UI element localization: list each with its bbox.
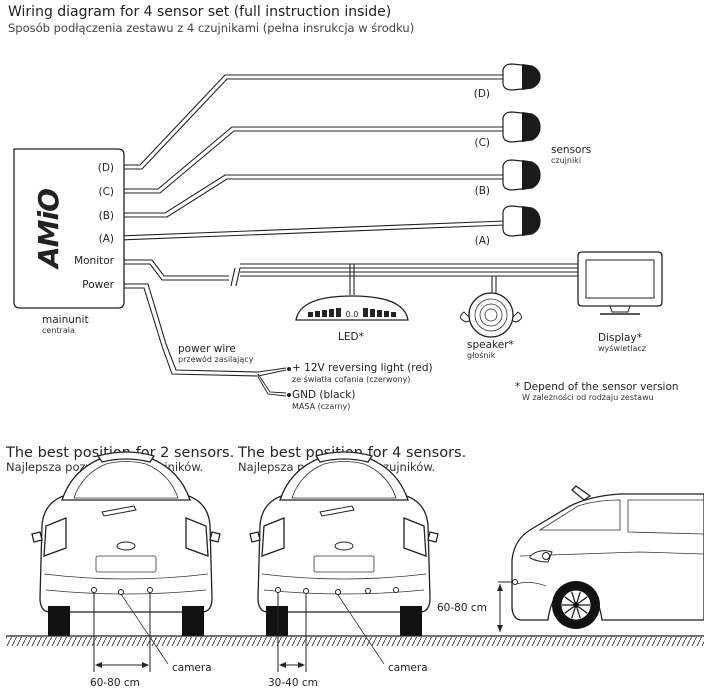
sensor-d: [502, 63, 541, 91]
diagram-title: Wiring diagram for 4 sensor set (full in…: [8, 4, 391, 20]
sensor-b-label: (B): [475, 185, 490, 197]
sensor-b: [502, 159, 541, 191]
power-black-sublabel: MASA (czarny): [292, 402, 350, 411]
car-rear-two-sensors: [31, 451, 221, 672]
height-measure: [497, 581, 512, 632]
sensor-c: [502, 111, 541, 143]
sensors-subtitle: czujniki: [551, 156, 581, 165]
wheel-spoke: [564, 606, 574, 614]
mainunit: AMiO (D) (C) (B) (A) Monitor Power: [13, 148, 125, 309]
power-black-label: GND (black): [292, 389, 355, 401]
distance-two: [95, 662, 149, 668]
power-wires: [120, 283, 291, 397]
diagram-subtitle: Sposób podłączenia zestawu z 4 czujnikam…: [8, 21, 414, 35]
camera-two-label: camera: [172, 662, 212, 674]
footnote-sub: W zależności od rodzaju zestawu: [522, 392, 654, 402]
port-monitor-label: Monitor: [74, 255, 115, 267]
display-icon: [577, 251, 663, 315]
wheel-spoke: [571, 591, 576, 603]
speaker-label: speaker*: [467, 339, 514, 351]
wheel-spoke: [571, 607, 576, 619]
sensor-a: [502, 205, 541, 237]
power-wire-sublabel: przewód zasilający: [178, 354, 254, 364]
led-indicator: 0.0: [295, 295, 409, 321]
port-d-label: (D): [98, 162, 114, 174]
wheel-spoke: [564, 596, 574, 604]
distance-two-label: 60-80 cm: [90, 677, 140, 688]
footnote: * Depend of the sensor version: [515, 381, 679, 393]
distance-four-label: 30-40 cm: [268, 677, 318, 688]
port-power-label: Power: [82, 279, 114, 291]
display-sublabel: wyświetlacz: [598, 343, 646, 353]
amio-logo: AMiO: [32, 189, 65, 270]
distance-four: [279, 662, 305, 668]
sensor-wires: [119, 74, 506, 241]
speaker-icon: [460, 292, 522, 338]
monitor-wire: [120, 259, 598, 296]
power-red-label: + 12V reversing light (red): [292, 362, 433, 374]
port-a-label: (A): [99, 233, 114, 245]
power-red-sublabel: ze światła cofania (czerwony): [292, 374, 410, 384]
port-c-label: (C): [98, 186, 114, 198]
wheel-spoke: [576, 591, 581, 603]
power-wire-label: power wire: [178, 343, 236, 355]
display-label: Display*: [598, 332, 642, 344]
car-rear-four-sensors: [249, 451, 439, 672]
sensor-c-label: (C): [474, 137, 490, 149]
mainunit-sublabel: centrala: [42, 326, 75, 335]
wheel-spoke: [578, 606, 588, 614]
height-label: 60-80 cm: [437, 602, 487, 614]
sensors-title: sensors: [551, 144, 591, 156]
sensor-d-label: (D): [474, 88, 490, 100]
led-readout: 0.0: [346, 310, 359, 319]
mainunit-label: mainunit: [42, 314, 89, 326]
sensor-a-label: (A): [475, 235, 490, 247]
wheel-spoke: [578, 596, 588, 604]
ground: [6, 635, 704, 646]
port-b-label: (B): [99, 210, 114, 222]
camera-four-label: camera: [388, 662, 428, 674]
wheel-spoke: [576, 607, 581, 619]
car-side: [511, 485, 704, 629]
led-label: LED*: [338, 331, 364, 343]
speaker-sublabel: głośnik: [467, 350, 496, 360]
